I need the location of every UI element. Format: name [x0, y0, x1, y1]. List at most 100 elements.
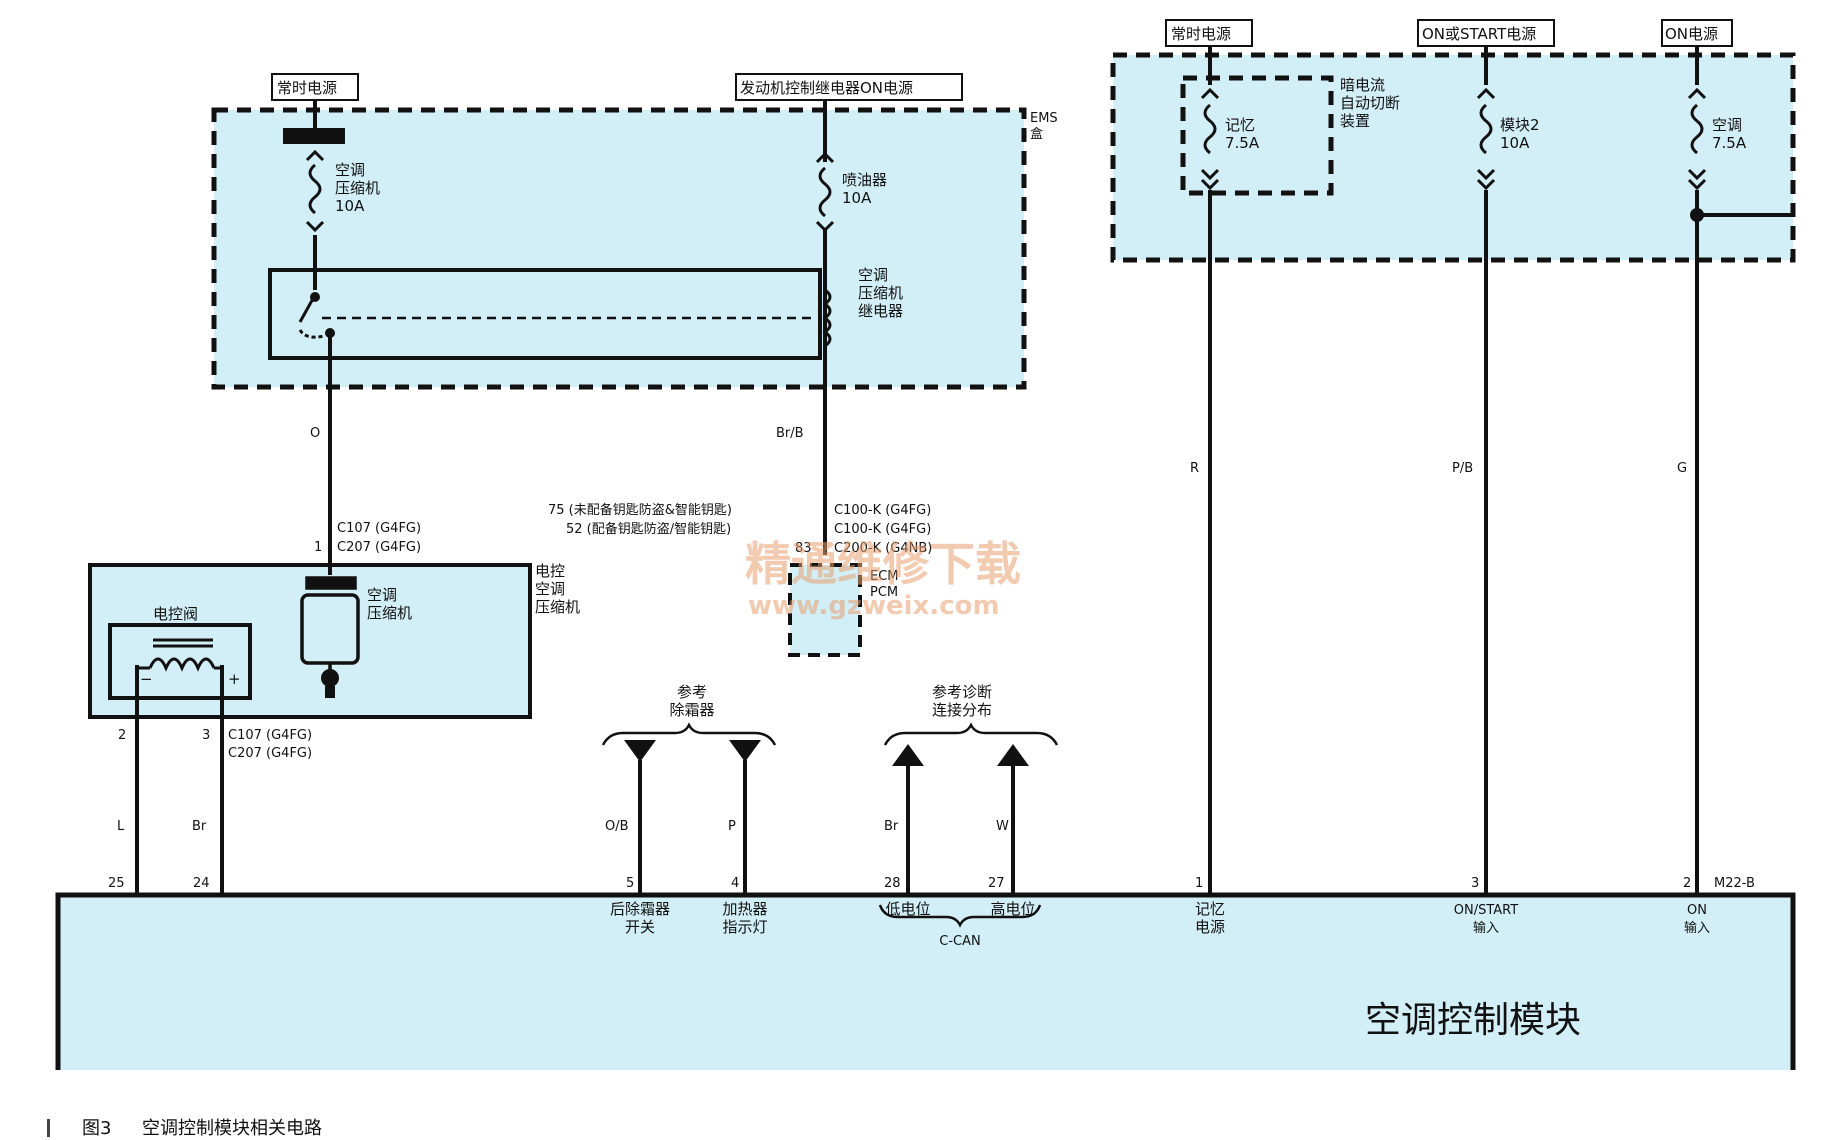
- compressor-shaft: [325, 686, 335, 698]
- valve-box: [108, 623, 252, 700]
- fuse-symbols: [305, 87, 1707, 233]
- can-high-arrow: [997, 744, 1029, 766]
- relay-terminal: [325, 328, 335, 338]
- relay-symbol: [298, 288, 832, 348]
- compressor-label: 空调压缩机: [367, 586, 412, 622]
- wire-r-label: R: [1190, 461, 1199, 476]
- fuse-ac-right: [1687, 87, 1707, 191]
- module-pin-27: 27: [988, 876, 1005, 891]
- compressor-assembly-label: 电控空调压缩机: [535, 562, 580, 616]
- valve-symbol: [135, 638, 224, 672]
- wire-ob-label: O/B: [605, 819, 629, 834]
- watermark-text: 精通维修下载: [745, 537, 1021, 591]
- fuse-memory: [1200, 87, 1220, 191]
- conn-c100k-1: C100-K (G4FG): [834, 503, 931, 518]
- pin-label-high: 高电位: [990, 900, 1035, 918]
- ref-defrost-label: 参考除霜器: [669, 683, 714, 719]
- watermark-url: www.gzweix.com: [748, 591, 1000, 621]
- ref-diag-label: 参考诊断连接分布: [932, 683, 992, 719]
- right-fuse-box: [1110, 52, 1796, 263]
- conn-pin3: 3: [202, 728, 210, 743]
- pin-label-low: 低电位: [885, 900, 930, 918]
- conn-pin1: 1: [314, 540, 322, 555]
- can-low-arrow: [892, 744, 924, 766]
- conn-m22b: M22-B: [1714, 876, 1755, 891]
- compressor-pulley: [321, 669, 339, 687]
- power-bar: [283, 128, 345, 144]
- ecm-pin-83: 83: [795, 541, 812, 556]
- wires: [135, 46, 1793, 895]
- relay-pivot: [310, 292, 320, 302]
- dark-current-label: 暗电流自动切断装置: [1340, 76, 1400, 130]
- module-pin-2: 2: [1683, 876, 1691, 891]
- dark-current-box: [1180, 75, 1334, 196]
- relay-contact: [298, 329, 325, 339]
- conn-c207-pin3: C207 (G4FG): [228, 746, 312, 761]
- conn-c107-pin1: C107 (G4FG): [337, 521, 421, 536]
- compressor-symbol: [300, 576, 360, 672]
- wire-o-label: O: [310, 426, 320, 441]
- ecm-pin-75: 75 (未配备钥匙防盗&智能钥匙): [548, 502, 732, 518]
- wire-l-label: L: [117, 819, 125, 834]
- tag-box-engine-relay: [735, 73, 963, 101]
- tag-on-or-start: ON或START电源: [1422, 25, 1536, 43]
- tag-left-constant: 常时电源: [277, 79, 337, 97]
- wire-can-high-label: W: [996, 819, 1009, 834]
- module-pin-4: 4: [731, 876, 739, 891]
- pin-label-ccan: C-CAN: [939, 934, 980, 949]
- caption-bar: [47, 1119, 50, 1137]
- valve-minus: −: [140, 670, 153, 688]
- defrost-arrow-1: [624, 740, 656, 762]
- conn-pin2: 2: [118, 728, 126, 743]
- ecm-pin-52: 52 (配备钥匙防盗/智能钥匙): [566, 521, 731, 537]
- tag-engine-relay-on: 发动机控制继电器ON电源: [740, 79, 913, 97]
- module-box: [55, 892, 1796, 1070]
- conn-c207-pin1: C207 (G4FG): [337, 540, 421, 555]
- module-title: 空调控制模块: [1365, 1000, 1581, 1041]
- relay-box: [268, 268, 822, 360]
- relay-coil: [822, 288, 832, 348]
- fuse-ac-left: [305, 149, 325, 233]
- fuse-injector: [815, 151, 835, 233]
- conn-c107-pin3: C107 (G4FG): [228, 728, 312, 743]
- defrost-arrow-2: [729, 740, 761, 762]
- module-pin-24: 24: [193, 876, 210, 891]
- module-pin-25: 25: [108, 876, 125, 891]
- wire-can-low-label: Br: [884, 819, 899, 834]
- relay-label: 空调压缩机继电器: [858, 266, 903, 320]
- wire-pb-label: P/B: [1452, 461, 1473, 476]
- pin-label-memory: 记忆电源: [1195, 900, 1225, 936]
- module-pin-5: 5: [626, 876, 634, 891]
- conn-c200k: C200-K (G4NB): [834, 541, 932, 556]
- tag-on-power: ON电源: [1665, 25, 1718, 43]
- fuse-module2: [1476, 87, 1496, 191]
- caption-text: 空调控制模块相关电路: [142, 1118, 322, 1139]
- tag-right-constant: 常时电源: [1171, 25, 1231, 43]
- ref-braces: [601, 722, 1059, 928]
- conn-c100k-2: C100-K (G4FG): [834, 522, 931, 537]
- valve-label: 电控阀: [153, 605, 198, 623]
- module-pin-28: 28: [884, 876, 901, 891]
- pin-label-rear-defrost: 后除霜器开关: [610, 900, 670, 936]
- ecm-box: [788, 563, 862, 657]
- caption-figure: 图3: [82, 1118, 111, 1139]
- pin-label-heater-lamp: 加热器指示灯: [722, 900, 767, 936]
- module-pin-1: 1: [1195, 876, 1203, 891]
- module-pin-3: 3: [1471, 876, 1479, 891]
- splice-dot: [1690, 208, 1704, 222]
- wire-g-label: G: [1677, 461, 1687, 476]
- wire-brb-label: Br/B: [776, 426, 804, 441]
- wire-br-label: Br: [192, 819, 207, 834]
- wire-p-label: P: [728, 819, 736, 834]
- valve-plus: +: [228, 670, 241, 688]
